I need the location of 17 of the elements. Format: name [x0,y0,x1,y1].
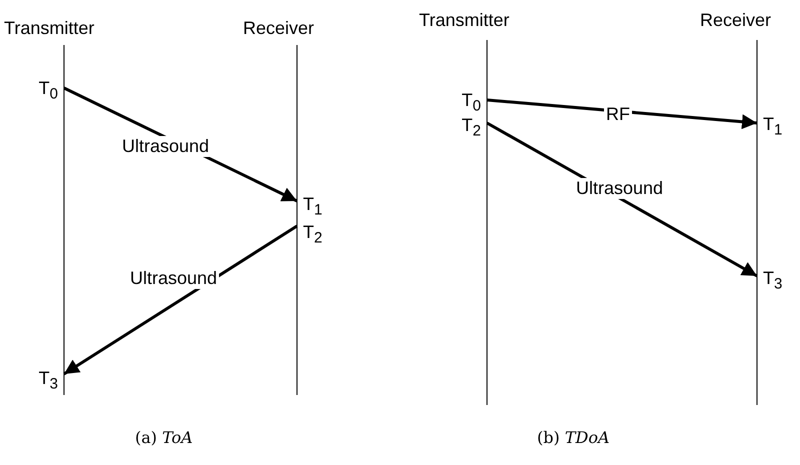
time-point-label: T$_{3}$ [22,366,64,397]
arrow [486,122,758,278]
arrow [63,224,298,376]
time-point-label: T$_{3}$ [757,266,797,297]
lifeline-title: Transmitter [419,10,510,31]
lifeline-title: Receiver [243,18,314,39]
time-point-label: T$_{2}$ [297,220,337,251]
lifeline-title: Receiver [700,10,772,31]
time-point-label: T$_{1}$ [297,192,337,223]
figure-caption: (a) ToA [135,428,193,447]
edge-label: Ultrasound [128,268,220,289]
figure-caption: (b) TDoA [537,428,610,447]
arrow [486,98,758,130]
lifeline-title: Transmitter [4,18,94,39]
time-point-label: T$_{1}$ [757,112,797,143]
time-point-label: T$_{0}$ [22,76,64,107]
edge-label: Ultrasound [120,136,212,157]
